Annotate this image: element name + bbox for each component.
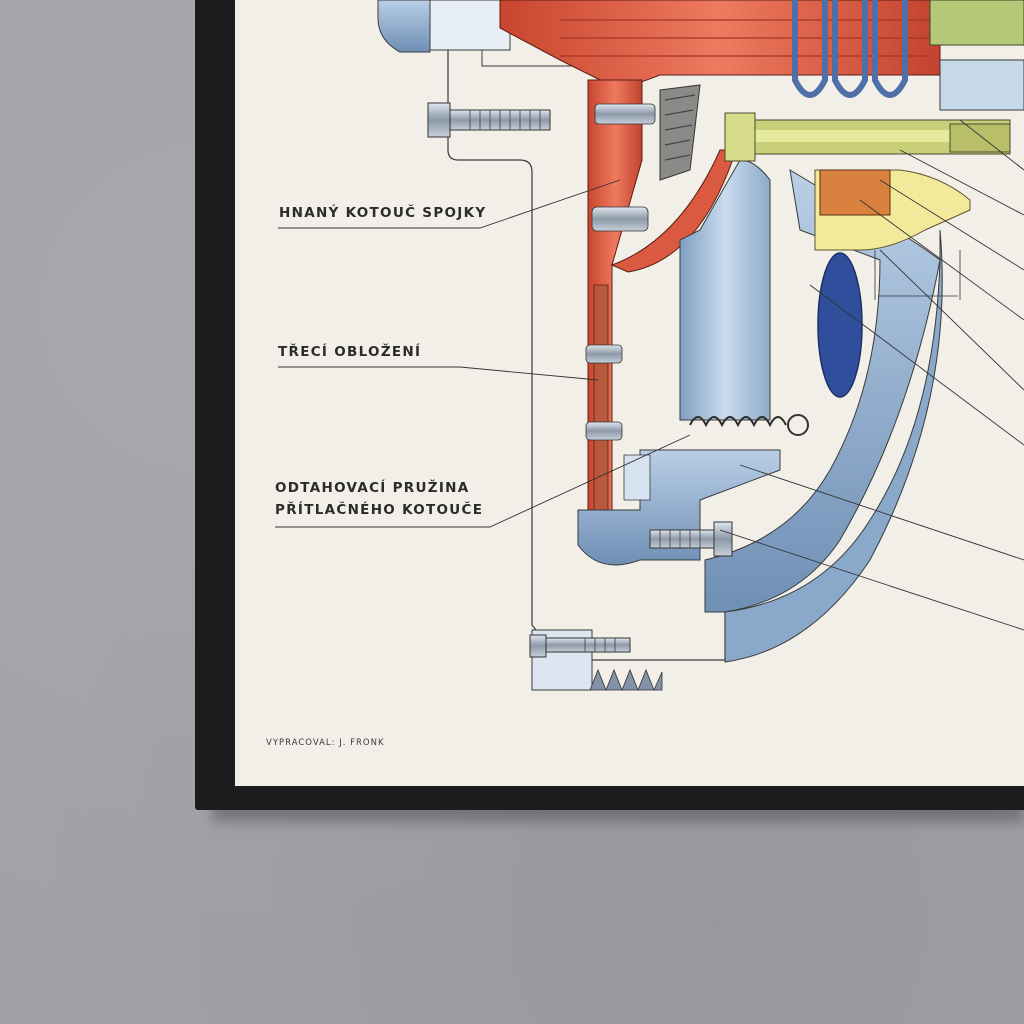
housing-outline	[447, 0, 726, 661]
flywheel-outer	[724, 229, 943, 663]
return-spring	[689, 414, 809, 436]
author-credit: VYPRACOVAL: J. FRONK	[266, 738, 385, 748]
orange-bushing	[819, 169, 891, 216]
starter-ring-bolt	[529, 629, 663, 692]
diaphragm-fingers	[659, 84, 701, 181]
dimension-mark	[874, 250, 961, 300]
right-green-part	[929, 0, 1024, 46]
lower-carrier	[577, 449, 781, 566]
housing-bolt-top	[427, 102, 551, 138]
leader-lines	[275, 119, 1024, 631]
top-boss	[377, 0, 431, 53]
label-spring-line2: PŘÍTLAČNÉHO KOTOUČE	[275, 502, 484, 518]
lower-carrier-step	[623, 454, 651, 501]
top-springs	[792, 0, 908, 98]
label-friction-lining: TŘECÍ OBLOŽENÍ	[278, 344, 422, 360]
label-driven-plate: HNANÝ KOTOUČ SPOJKY	[279, 205, 487, 221]
label-spring-line1: ODTAHOVACÍ PRUŽINA	[275, 480, 470, 496]
top-boss-block	[429, 0, 511, 51]
flywheel-window	[817, 252, 863, 398]
rivets	[585, 103, 656, 441]
right-lower-block	[939, 59, 1024, 111]
red-cover-detail	[560, 19, 930, 57]
release-shaft	[724, 112, 1011, 162]
lower-bolt	[649, 521, 733, 557]
